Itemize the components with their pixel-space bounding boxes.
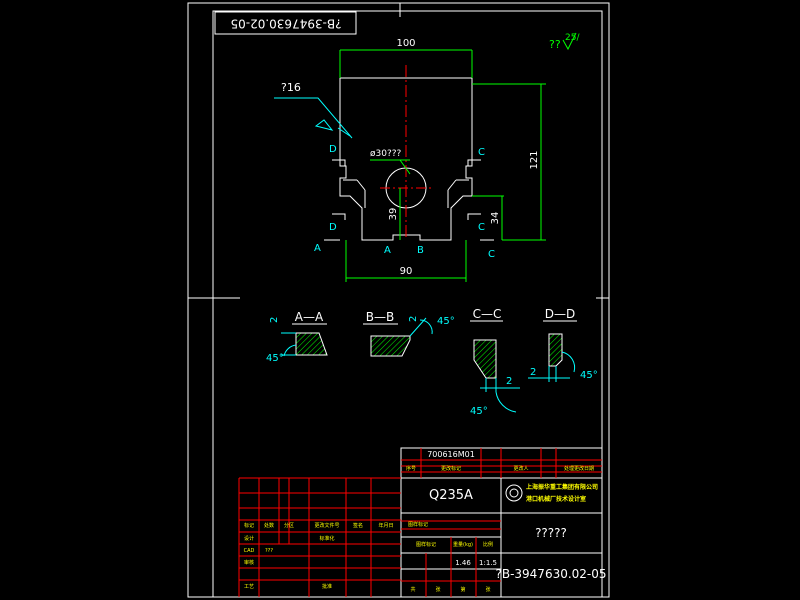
- left-row-2-label: 审核: [244, 559, 254, 566]
- section-a-title: A—A: [295, 310, 324, 324]
- left-header-1: 处数: [264, 522, 274, 529]
- header-cell-1: 更改标记: [441, 465, 461, 472]
- left-header-2: 分区: [284, 522, 294, 529]
- mark-b-bottom: B: [417, 245, 424, 256]
- section-c-angle: 45°: [470, 406, 488, 417]
- section-a-angle: 45°: [266, 353, 284, 364]
- sheet-label-0: 共: [410, 586, 415, 593]
- dim-right-step: 34: [490, 212, 501, 225]
- roughness-symbol: ?? 25/: [549, 32, 580, 51]
- roughness-prefix: ??: [549, 38, 561, 51]
- section-b-b: B—B 2 45°: [363, 310, 455, 357]
- company-logo-icon: [505, 484, 523, 502]
- leader-label: ?16: [281, 81, 301, 94]
- section-d-d: D—D 2 45°: [528, 307, 598, 382]
- section-c-c: C—C 2 45°: [470, 307, 520, 417]
- company-line2: 港口机械厂技术设计室: [526, 495, 586, 503]
- title-block: 700616M01 序号 更改标记 更改人 处理更改日期 Q235A 上海振华重…: [238, 447, 607, 598]
- roughness-value: 25/: [565, 33, 580, 43]
- section-c-title: C—C: [473, 307, 502, 321]
- left-row-3-label: 工艺: [244, 584, 254, 590]
- sheet-label-3: 张: [485, 586, 490, 593]
- section-d-title: D—D: [545, 307, 575, 321]
- drawing-number: ?B-3947630.02-05: [495, 567, 606, 581]
- weld-symbol-icon: [314, 119, 351, 137]
- section-a-a: A—A 2 45°: [266, 310, 328, 364]
- mark-c-bottom: C: [478, 222, 485, 233]
- part-outline: [339, 77, 473, 241]
- company-line1: 上海振华重工集团有限公司: [526, 483, 598, 491]
- material: Q235A: [429, 488, 473, 503]
- section-d-angle: 45°: [580, 370, 598, 381]
- rotated-number-box: ?B-3947630.02-05: [214, 11, 357, 35]
- dim-height-right: 121: [529, 150, 540, 169]
- leader-line: [274, 97, 353, 139]
- header-cell-3: 更改人: [513, 465, 528, 472]
- section-d-hatch: [548, 333, 563, 367]
- roughness-check-icon: [562, 32, 577, 51]
- dim-width-bottom: 90: [400, 266, 413, 277]
- left-header-3: 更改文件号: [314, 522, 339, 529]
- left-header-0: 标记: [244, 522, 254, 529]
- left-row-0-note: 标准化: [319, 535, 334, 542]
- mark-c-top: C: [478, 147, 485, 158]
- stage-cell-label: 图样标记: [416, 541, 436, 548]
- weight-label: 重量(kg): [453, 541, 473, 548]
- dim-hole-dia: ø30???: [370, 149, 402, 159]
- left-header-5: 年月日: [378, 522, 393, 529]
- left-row-1-value: ???: [265, 548, 273, 554]
- ref-code: 700616M01: [427, 450, 475, 459]
- left-header-4: 签名: [353, 522, 363, 529]
- dimensions: 100 121 90 39 34 ø30??? ?16: [274, 38, 546, 282]
- sheet-label-1: 张: [435, 586, 440, 593]
- section-a-dim: 2: [269, 317, 280, 323]
- mark-d-top: D: [329, 144, 337, 155]
- section-marks: D C D C A A B C: [314, 144, 495, 260]
- scale-value: 1:1.5: [479, 559, 497, 567]
- mark-c-low: C: [488, 249, 495, 260]
- section-b-title: B—B: [366, 310, 394, 324]
- section-a-hatch: [295, 332, 328, 356]
- left-row-3-note: 批准: [322, 583, 332, 590]
- mark-a-bottom: A: [384, 245, 391, 256]
- stage-label: 图样标记: [408, 521, 428, 528]
- section-c-hatch: [473, 339, 497, 379]
- left-row-1-label: CAD: [244, 548, 255, 554]
- dim-width-top: 100: [396, 38, 415, 49]
- section-b-angle: 45°: [437, 316, 455, 327]
- rotated-drawing-number: ?B-3947630.02-05: [230, 17, 341, 31]
- mark-a-left: A: [314, 243, 321, 254]
- section-b-dim: 2: [408, 316, 419, 322]
- header-cell-0: 序号: [406, 465, 416, 472]
- part-name: ?????: [535, 526, 567, 540]
- scale-label: 比例: [483, 541, 493, 548]
- weight-value: 1.46: [455, 559, 471, 567]
- section-d-dim: 2: [530, 367, 536, 378]
- section-b-hatch: [370, 335, 411, 357]
- header-cell-5: 处理更改日期: [564, 465, 594, 472]
- section-c-dim: 2: [506, 376, 512, 387]
- sheet-label-2: 第: [460, 586, 465, 593]
- left-row-0-label: 设计: [244, 535, 254, 542]
- mark-d-bottom: D: [329, 222, 337, 233]
- dim-hole-depth: 39: [388, 208, 399, 221]
